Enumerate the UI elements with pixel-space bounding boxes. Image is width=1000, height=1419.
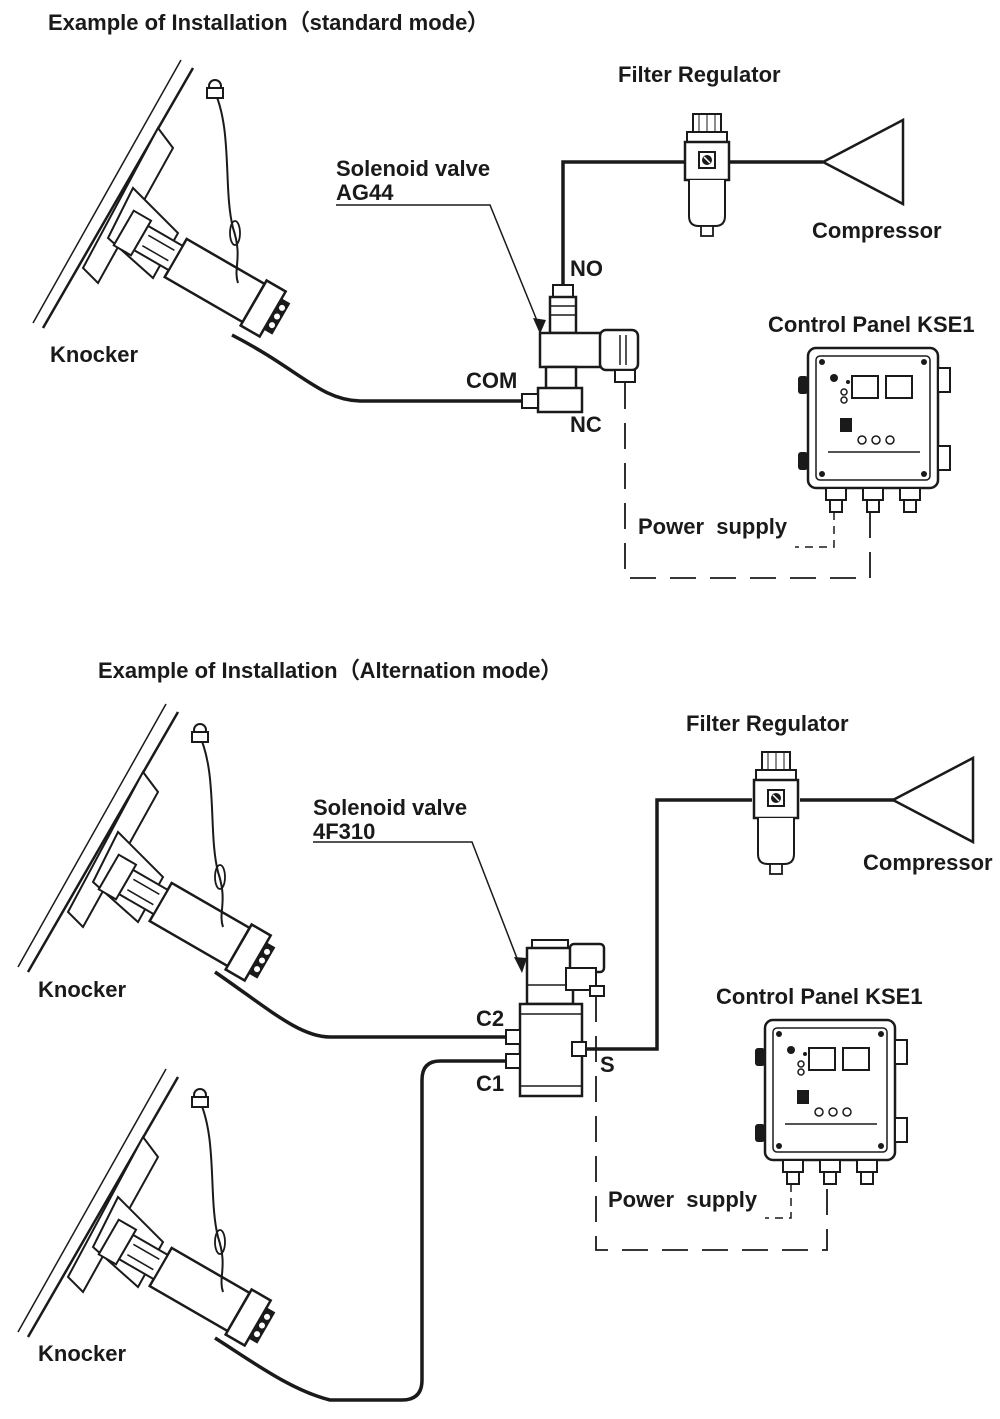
air-line-c2-to-knocker-top bbox=[214, 970, 506, 1039]
filter-regulator-standard bbox=[683, 112, 731, 238]
air-line-regulator-to-valve-alt bbox=[585, 798, 752, 1051]
filter-regulator-label-standard: Filter Regulator bbox=[618, 62, 781, 87]
alternation-mode-section bbox=[16, 702, 975, 1402]
knocker-label-standard: Knocker bbox=[50, 342, 139, 367]
power-supply-cable-alternation bbox=[765, 1184, 792, 1219]
solenoid-valve-ag44 bbox=[521, 284, 640, 414]
solenoid-valve-label-standard: Solenoid valve bbox=[336, 156, 491, 181]
power-supply-label-standard: Power supply bbox=[638, 514, 788, 539]
port-c1-label: C1 bbox=[476, 1071, 505, 1096]
control-panel-label-alternation: Control Panel KSE1 bbox=[716, 984, 923, 1009]
solenoid-leader-line-alt bbox=[313, 841, 521, 967]
port-no-label: NO bbox=[570, 256, 603, 281]
solenoid-valve-4f310 bbox=[505, 939, 606, 1098]
solenoid-leader-arrow-alt bbox=[514, 957, 527, 973]
alternation-mode-title: Example of Installation（Alternation mode… bbox=[98, 658, 563, 683]
port-nc-label: NC bbox=[570, 412, 602, 437]
port-s-label: S bbox=[600, 1052, 615, 1077]
solenoid-valve-model-alternation: 4F310 bbox=[313, 819, 376, 844]
port-com-label: COM bbox=[466, 368, 518, 393]
compressor-standard bbox=[821, 118, 905, 206]
knocker-device-standard bbox=[31, 58, 296, 343]
control-panel-label-standard: Control Panel KSE1 bbox=[768, 312, 975, 337]
compressor-alternation bbox=[891, 756, 975, 844]
knocker-device-alternation-bottom bbox=[16, 1067, 281, 1352]
knocker-label-alternation-top: Knocker bbox=[38, 977, 127, 1002]
standard-mode-section bbox=[31, 58, 952, 579]
compressor-label-standard: Compressor bbox=[812, 218, 942, 243]
standard-mode-title: Example of Installation（standard mode） bbox=[48, 10, 490, 35]
compressor-label-alternation: Compressor bbox=[863, 850, 993, 875]
solenoid-leader-arrow bbox=[533, 318, 546, 334]
knocker-label-alternation-bottom: Knocker bbox=[38, 1341, 127, 1366]
solenoid-leader-line bbox=[336, 204, 541, 329]
power-supply-cable-standard bbox=[795, 512, 835, 548]
signal-cable-valve-to-panel-alt bbox=[595, 996, 828, 1251]
signal-cable-valve-to-panel bbox=[624, 383, 871, 579]
control-panel-standard bbox=[796, 346, 952, 514]
air-line-regulator-to-valve bbox=[561, 160, 686, 285]
solenoid-valve-model-standard: AG44 bbox=[336, 180, 394, 205]
air-line-c1-to-knocker-bottom bbox=[214, 1059, 506, 1402]
control-panel-alternation bbox=[753, 1018, 909, 1186]
filter-regulator-alternation bbox=[752, 750, 800, 876]
filter-regulator-label-alternation: Filter Regulator bbox=[686, 711, 849, 736]
power-supply-label-alternation: Power supply bbox=[608, 1187, 758, 1212]
air-line-valve-to-knocker bbox=[231, 333, 522, 403]
solenoid-valve-label-alternation: Solenoid valve bbox=[313, 795, 468, 820]
knocker-device-alternation-top bbox=[16, 702, 281, 987]
port-c2-label: C2 bbox=[476, 1006, 505, 1031]
